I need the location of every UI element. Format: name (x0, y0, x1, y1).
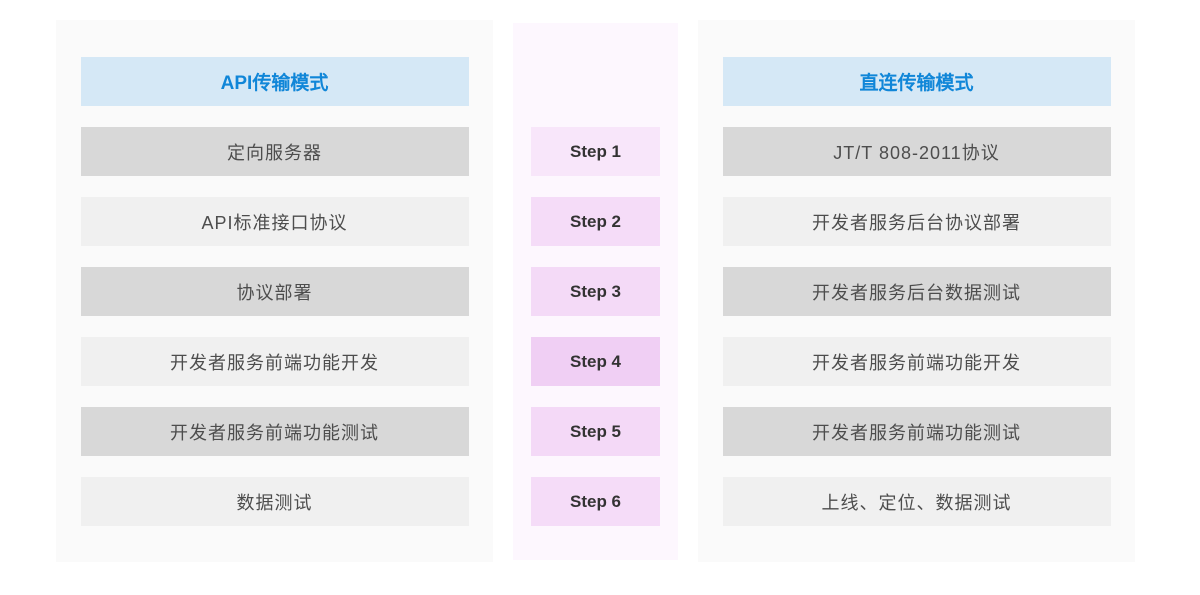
direct-mode-row-1: JT/T 808-2011协议 (722, 127, 1111, 176)
direct-mode-row-6: 上线、定位、数据测试 (722, 477, 1111, 526)
api-mode-row-5: 开发者服务前端功能测试 (80, 407, 469, 456)
api-mode-row-6: 数据测试 (80, 477, 469, 526)
direct-mode-row-4: 开发者服务前端功能开发 (722, 337, 1111, 386)
api-mode-row-1: 定向服务器 (80, 127, 469, 176)
direct-mode-row-2: 开发者服务后台协议部署 (722, 197, 1111, 246)
step-3-box: Step 3 (531, 267, 660, 316)
api-mode-row-2: API标准接口协议 (80, 197, 469, 246)
steps-panel: Step 1 Step 2 Step 3 Step 4 Step 5 Step … (513, 23, 678, 560)
step-1-box: Step 1 (531, 127, 660, 176)
api-mode-row-3: 协议部署 (80, 267, 469, 316)
direct-mode-row-5: 开发者服务前端功能测试 (722, 407, 1111, 456)
api-mode-header: API传输模式 (80, 57, 469, 106)
step-4-box: Step 4 (531, 337, 660, 386)
api-mode-row-4: 开发者服务前端功能开发 (80, 337, 469, 386)
step-6-box: Step 6 (531, 477, 660, 526)
step-2-box: Step 2 (531, 197, 660, 246)
direct-mode-header: 直连传输模式 (722, 57, 1111, 106)
direct-mode-row-3: 开发者服务后台数据测试 (722, 267, 1111, 316)
direct-mode-panel: 直连传输模式 JT/T 808-2011协议 开发者服务后台协议部署 开发者服务… (698, 20, 1135, 562)
api-mode-panel: API传输模式 定向服务器 API标准接口协议 协议部署 开发者服务前端功能开发… (56, 20, 493, 562)
step-5-box: Step 5 (531, 407, 660, 456)
